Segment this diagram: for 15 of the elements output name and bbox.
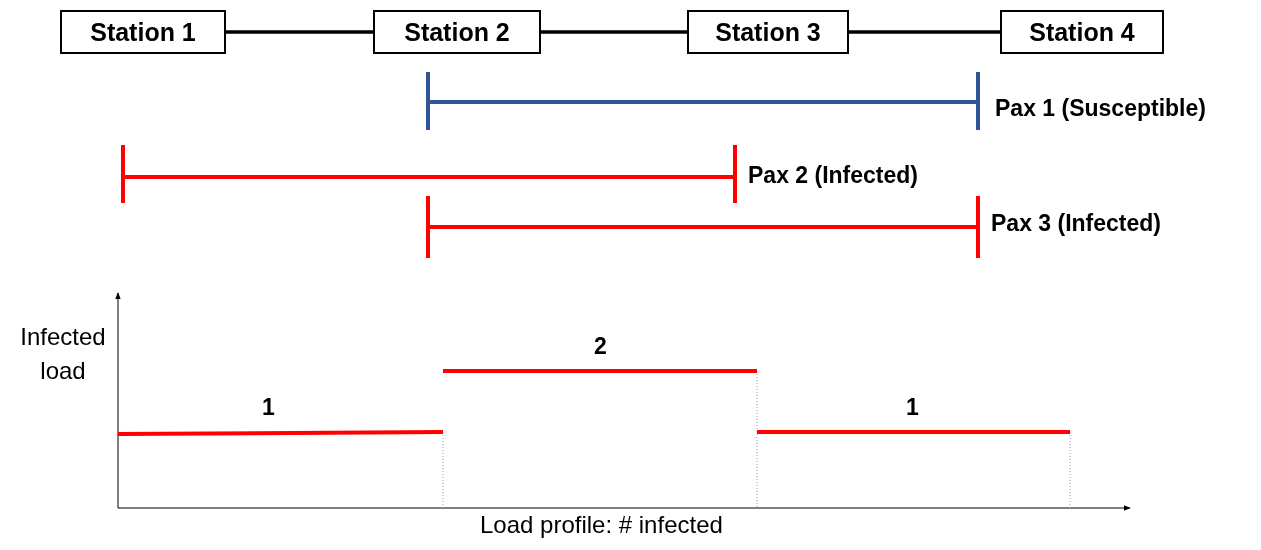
data-label: 1 bbox=[906, 394, 919, 421]
track-line bbox=[226, 30, 373, 34]
station-box: Station 2 bbox=[373, 10, 541, 54]
axis-title: Infected load bbox=[19, 322, 107, 386]
track-line bbox=[849, 30, 1000, 34]
station-box: Station 4 bbox=[1000, 10, 1164, 54]
station-box: Station 1 bbox=[60, 10, 226, 54]
data-label: 1 bbox=[262, 394, 275, 421]
passenger-label: Pax 2 (Infected) bbox=[748, 162, 918, 189]
data-label: 2 bbox=[594, 333, 607, 360]
track-line bbox=[541, 30, 687, 34]
station-box: Station 3 bbox=[687, 10, 849, 54]
passenger-label: Pax 1 (Susceptible) bbox=[995, 95, 1206, 122]
axis-title: Load profile: # infected bbox=[480, 511, 723, 539]
passenger-label: Pax 3 (Infected) bbox=[991, 210, 1161, 237]
